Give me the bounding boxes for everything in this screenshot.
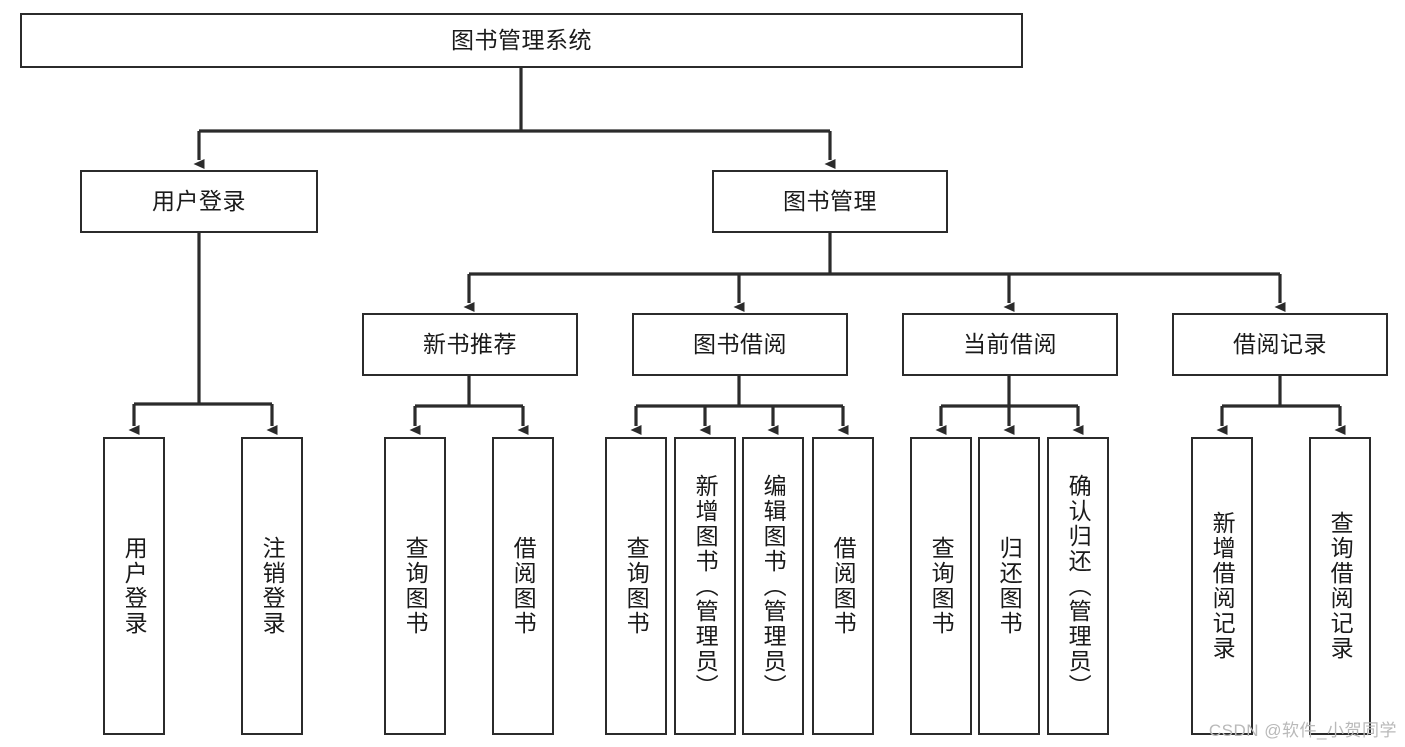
leaf-new-book-borrow[interactable]: 借阅图书: [492, 437, 554, 735]
leaf-current-confirm-return[interactable]: 确认归还（管理员）: [1047, 437, 1109, 735]
leaf-user-login-logout[interactable]: 注销登录: [241, 437, 303, 735]
node-book-management-label: 图书管理: [783, 187, 877, 214]
node-book-borrow-label: 图书借阅: [693, 330, 787, 357]
leaf-user-login-login-label: 用户登录: [121, 536, 148, 636]
watermark: CSDN @软件_小贺同学: [1208, 721, 1397, 740]
node-user-login[interactable]: 用户登录: [80, 170, 318, 233]
leaf-current-return-book[interactable]: 归还图书: [978, 437, 1040, 735]
node-book-borrow[interactable]: 图书借阅: [632, 313, 848, 376]
leaf-new-book-borrow-label: 借阅图书: [510, 536, 537, 636]
node-root[interactable]: 图书管理系统: [20, 13, 1023, 68]
node-new-book-recommend[interactable]: 新书推荐: [362, 313, 578, 376]
leaf-borrow-query-book-label: 查询图书: [623, 536, 650, 636]
leaf-new-book-query[interactable]: 查询图书: [384, 437, 446, 735]
leaf-record-add-label: 新增借阅记录: [1209, 511, 1236, 661]
leaf-record-add[interactable]: 新增借阅记录: [1191, 437, 1253, 735]
leaf-new-book-query-label: 查询图书: [402, 536, 429, 636]
node-new-book-recommend-label: 新书推荐: [423, 330, 517, 357]
leaf-current-query-book[interactable]: 查询图书: [910, 437, 972, 735]
leaf-user-login-logout-label: 注销登录: [259, 536, 286, 636]
leaf-borrow-edit-book-label: 编辑图书（管理员）: [760, 473, 787, 699]
node-root-label: 图书管理系统: [451, 26, 592, 53]
leaf-borrow-add-book[interactable]: 新增图书（管理员）: [674, 437, 736, 735]
node-current-borrow[interactable]: 当前借阅: [902, 313, 1118, 376]
node-borrow-record[interactable]: 借阅记录: [1172, 313, 1388, 376]
node-current-borrow-label: 当前借阅: [963, 330, 1057, 357]
leaf-borrow-borrow-book[interactable]: 借阅图书: [812, 437, 874, 735]
leaf-borrow-borrow-book-label: 借阅图书: [830, 536, 857, 636]
leaf-record-query[interactable]: 查询借阅记录: [1309, 437, 1371, 735]
leaf-borrow-add-book-label: 新增图书（管理员）: [692, 473, 719, 699]
leaf-current-confirm-return-label: 确认归还（管理员）: [1065, 473, 1092, 699]
node-book-management[interactable]: 图书管理: [712, 170, 948, 233]
leaf-borrow-edit-book[interactable]: 编辑图书（管理员）: [742, 437, 804, 735]
leaf-user-login-login[interactable]: 用户登录: [103, 437, 165, 735]
leaf-borrow-query-book[interactable]: 查询图书: [605, 437, 667, 735]
leaf-record-query-label: 查询借阅记录: [1327, 511, 1354, 661]
node-borrow-record-label: 借阅记录: [1233, 330, 1327, 357]
node-user-login-label: 用户登录: [152, 187, 246, 214]
leaf-current-return-book-label: 归还图书: [996, 536, 1023, 636]
leaf-current-query-book-label: 查询图书: [928, 536, 955, 636]
